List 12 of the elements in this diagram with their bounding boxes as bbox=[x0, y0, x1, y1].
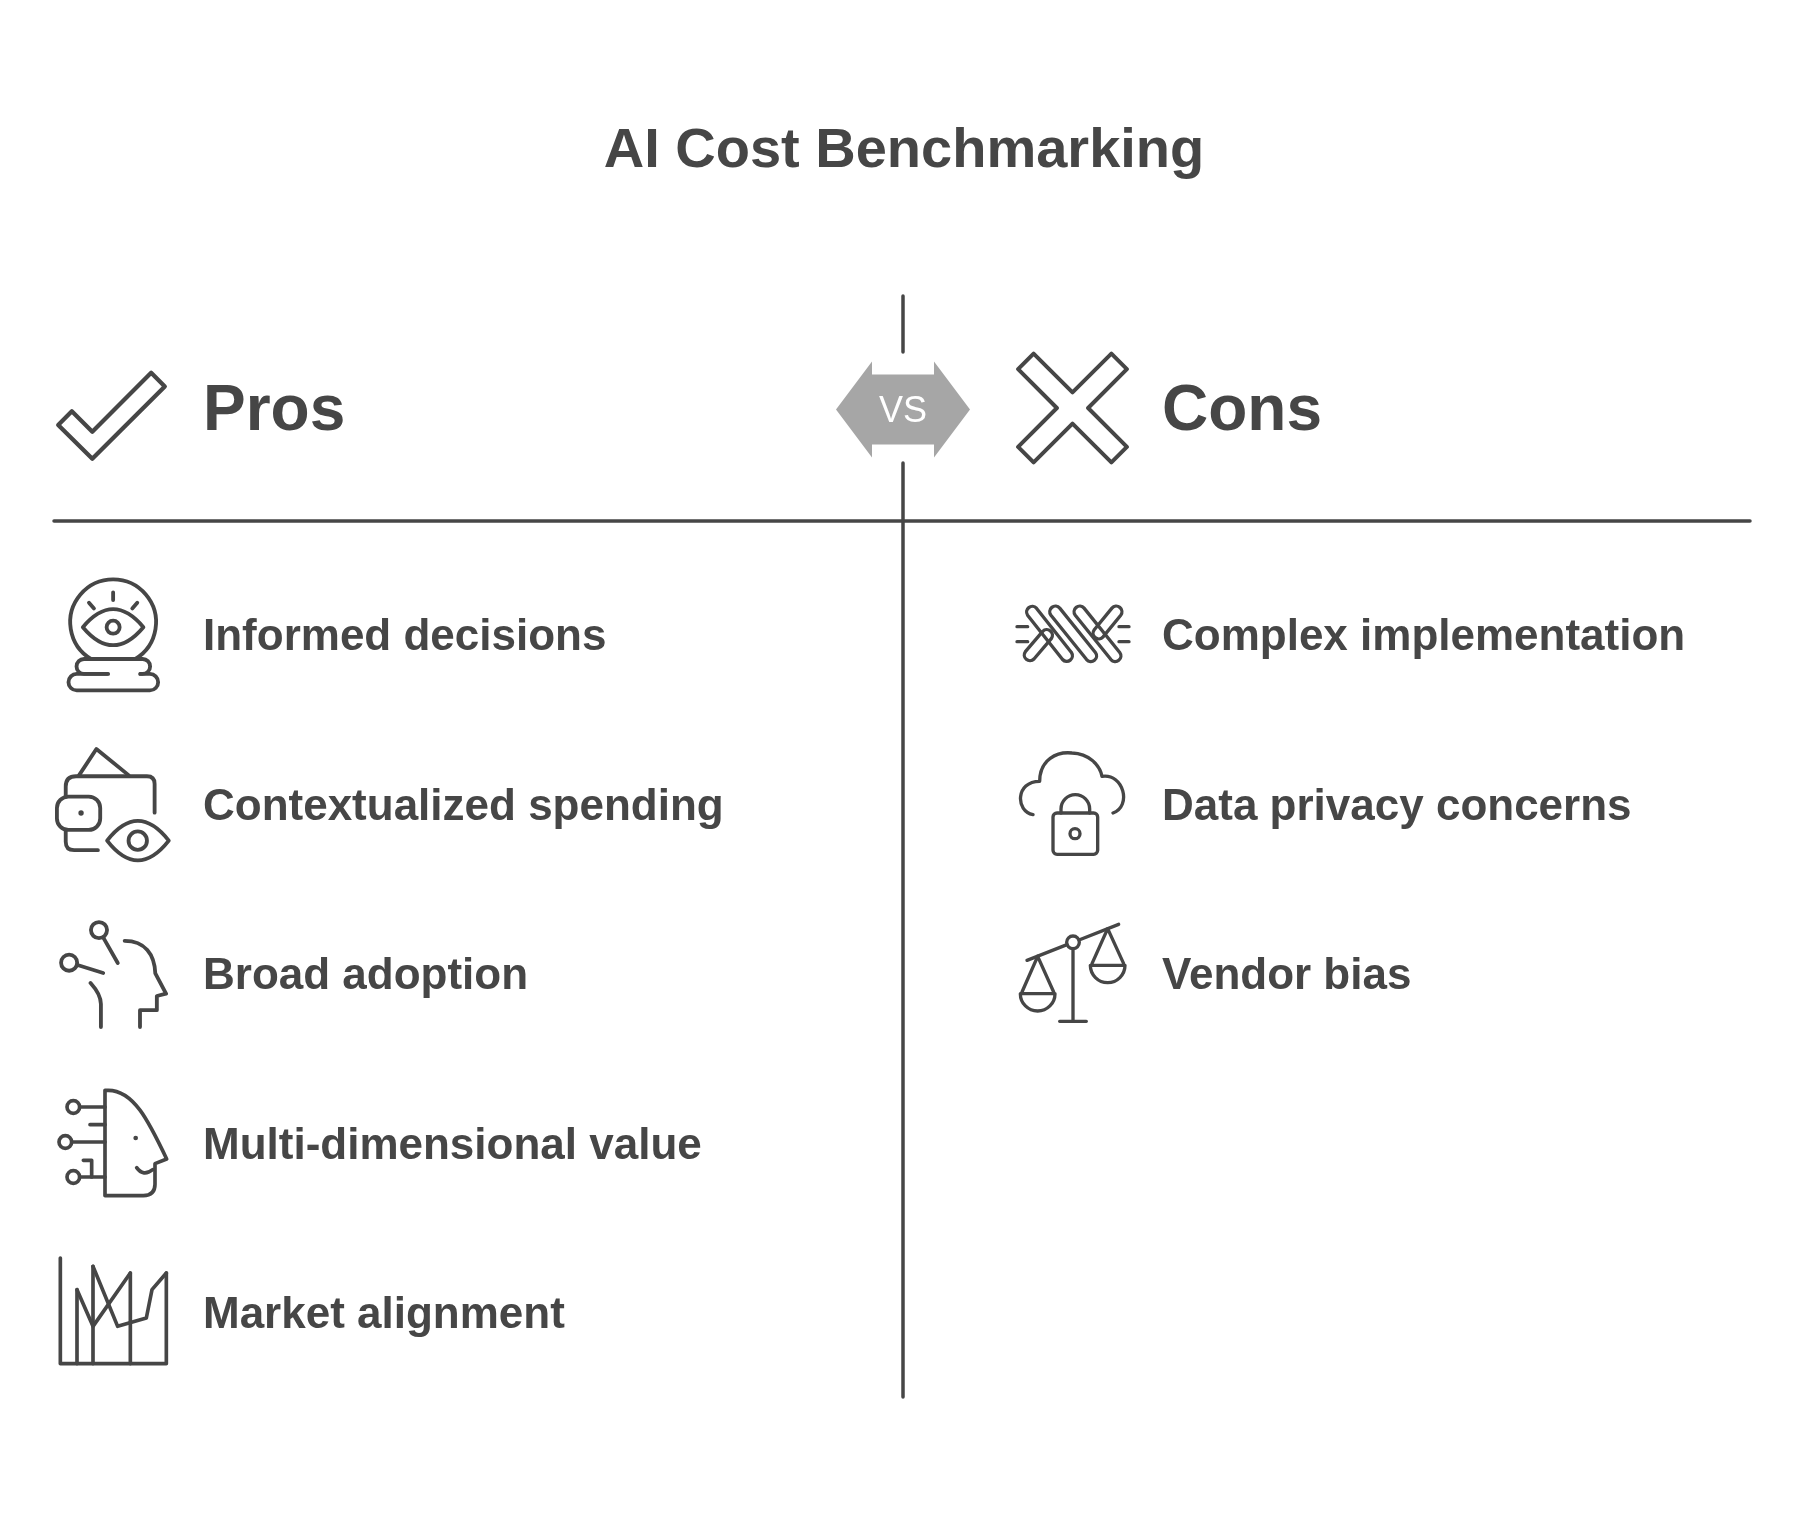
vs-badge: VS bbox=[835, 360, 971, 459]
item-label: Market alignment bbox=[203, 1287, 565, 1339]
diagram-title: AI Cost Benchmarking bbox=[603, 115, 1205, 181]
item-label: Contextualized spending bbox=[203, 779, 724, 831]
column-heading: Cons bbox=[1162, 372, 1322, 446]
item-label: Vendor bias bbox=[1162, 948, 1412, 1000]
item-label: Complex implementation bbox=[1162, 609, 1686, 661]
item-label: Broad adoption bbox=[203, 948, 529, 1000]
item-label: Multi-dimensional value bbox=[203, 1118, 702, 1170]
item-label: Data privacy concerns bbox=[1162, 779, 1632, 831]
column-heading: Pros bbox=[203, 372, 346, 446]
item-label: Informed decisions bbox=[203, 609, 607, 661]
